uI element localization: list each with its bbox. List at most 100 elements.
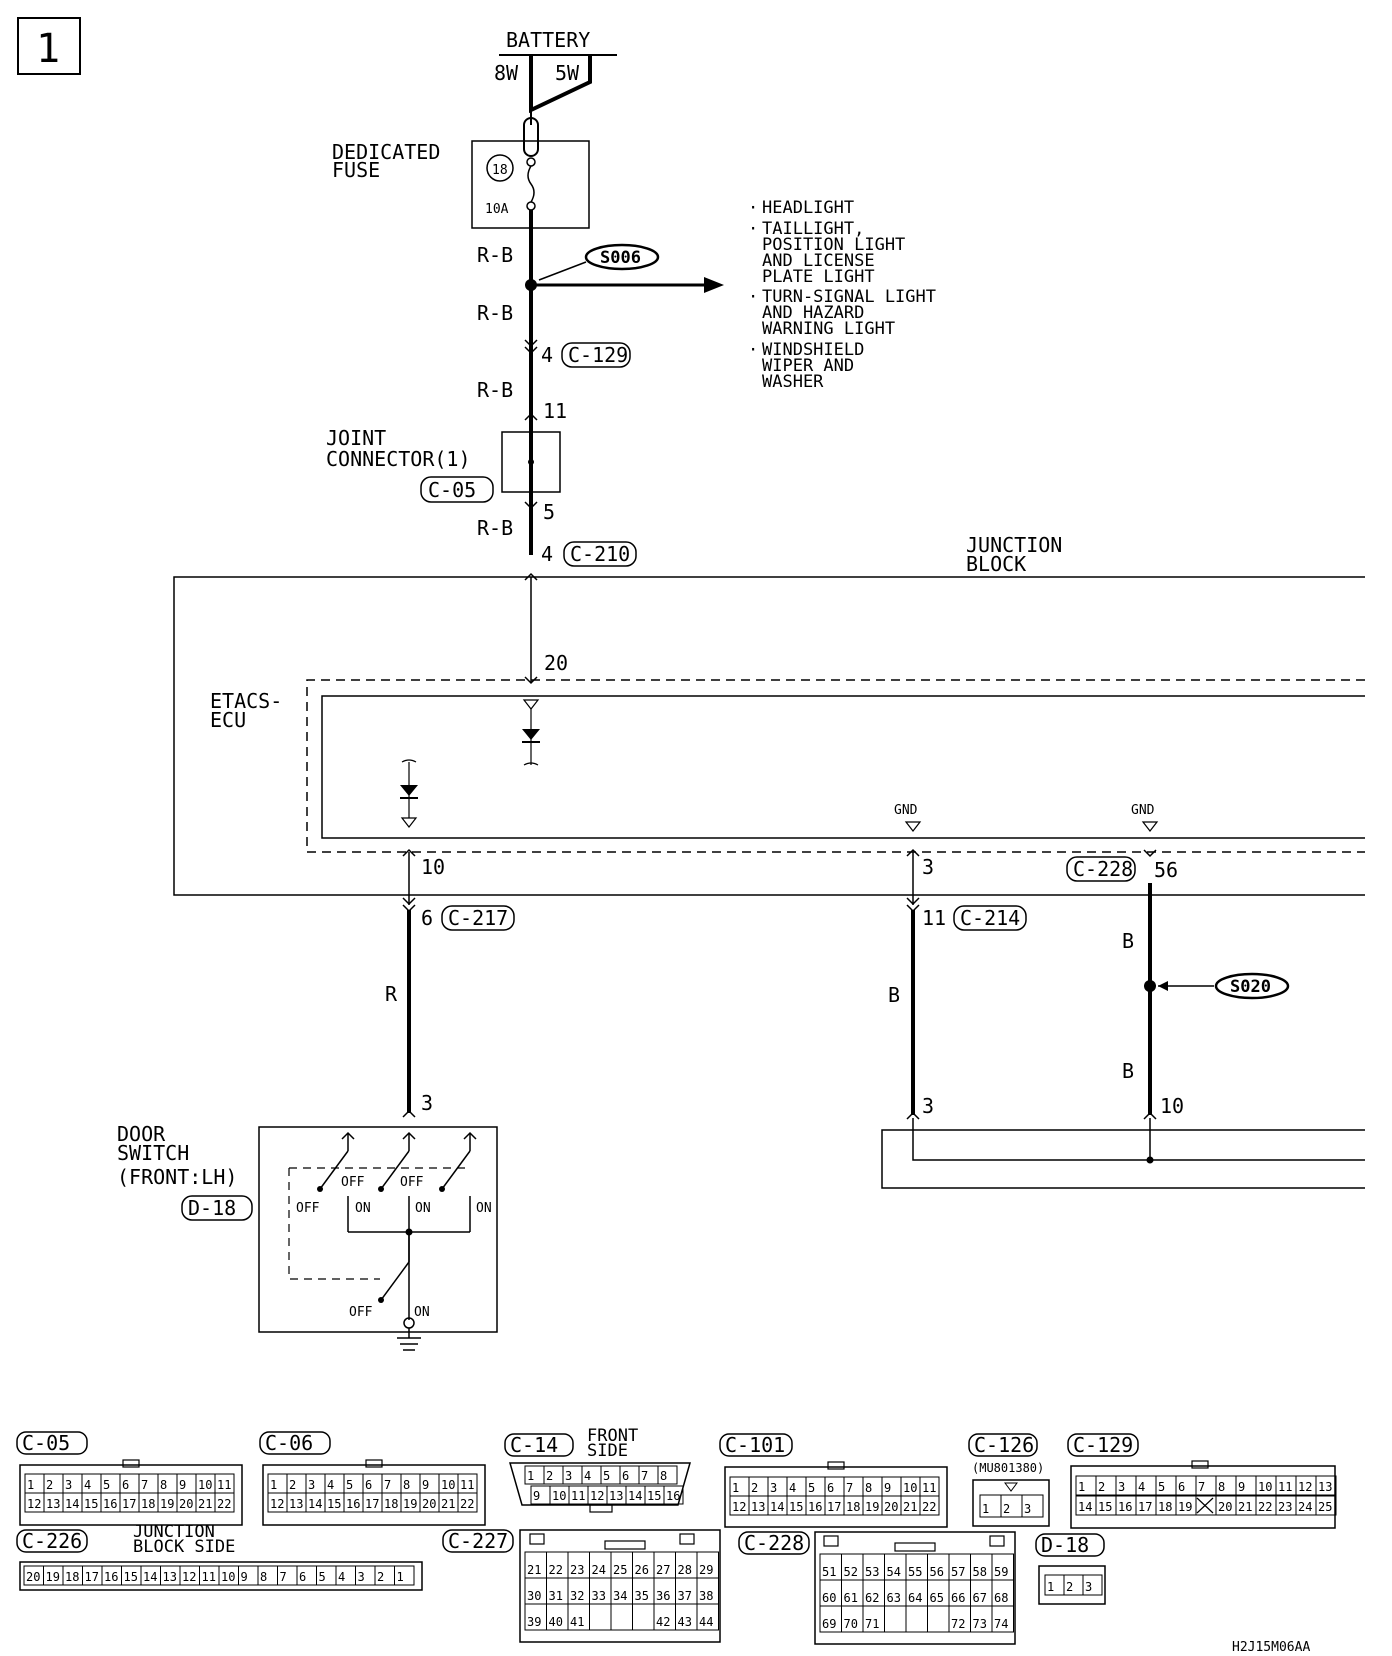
conn-c101-pin: 3: [770, 1481, 777, 1495]
conn-c14-tag-label: C-14: [510, 1433, 558, 1457]
conn-c226-note-2: BLOCK SIDE: [133, 1537, 235, 1557]
conn-c101-pin: 9: [884, 1481, 891, 1495]
gnd-label-56: GND: [1131, 803, 1155, 818]
joint-connector-label-1: JOINT: [326, 426, 386, 450]
conn-c226-tag-label: C-226: [22, 1529, 82, 1553]
conn-c226-pin: 14: [143, 1570, 157, 1584]
conn-c14-pin: 13: [609, 1489, 623, 1503]
conn-c129-pin: 14: [1078, 1500, 1092, 1514]
conn-c227-pin: 42: [656, 1615, 670, 1629]
conn-c226-pin: 12: [182, 1570, 196, 1584]
branch-load-list: · HEADLIGHT · TAILLIGHT, POSITION LIGHT …: [748, 198, 936, 392]
conn-c228-tag: [738, 1531, 810, 1555]
pin-c05-5: 5: [543, 500, 555, 524]
conn-c226-pin: 10: [221, 1570, 235, 1584]
conn-c129-pin: 20: [1218, 1500, 1232, 1514]
conn-c129-pin: 8: [1218, 1480, 1225, 1494]
load-turn-2: AND HAZARD: [762, 303, 864, 323]
conn-c228-pin: 70: [844, 1617, 858, 1631]
conn-c05-pin: 19: [160, 1497, 174, 1511]
switch-off-label-2: OFF: [341, 1175, 365, 1190]
load-wiper-2: WIPER AND: [762, 356, 854, 376]
conn-c06-pin: 12: [270, 1497, 284, 1511]
conn-c227-tag-label: C-227: [448, 1529, 508, 1553]
wire-color-r: R: [385, 982, 398, 1006]
tag-d18: [181, 1195, 253, 1221]
conn-c06-pin: 1: [270, 1478, 277, 1492]
conn-c228-cell: [927, 1605, 950, 1633]
conn-c228-pin: 53: [865, 1565, 879, 1579]
conn-c14-pin: 4: [584, 1469, 591, 1483]
conn-c05-pin: 20: [179, 1497, 193, 1511]
door-switch-box: [258, 1126, 498, 1333]
conn-c129-pin: 15: [1098, 1500, 1112, 1514]
conn-c129-pin: 22: [1258, 1500, 1272, 1514]
conn-c05-cell: [214, 1492, 235, 1513]
conn-d18-pin: 2: [1066, 1580, 1073, 1594]
pin-c129-4: 4: [541, 343, 553, 367]
conn-c129-tag-label: C-129: [1073, 1433, 1133, 1457]
battery-wire-8w: 8W: [494, 61, 519, 85]
load-turn-3: WARNING LIGHT: [762, 319, 895, 339]
conn-c227-pin: 29: [699, 1563, 713, 1577]
conn-c226-note-1: JUNCTION: [133, 1522, 215, 1542]
tag-c210: [563, 541, 637, 567]
conn-c226-pin: 1: [397, 1570, 404, 1584]
conn-c227-tag: [442, 1529, 514, 1553]
conn-c101-pin: 8: [865, 1481, 872, 1495]
conn-c126-tag: [968, 1433, 1038, 1457]
page-number-box: [17, 17, 81, 75]
svg-text:·: ·: [748, 198, 758, 218]
conn-c228-pin: 55: [908, 1565, 922, 1579]
ground-icon: [397, 1337, 421, 1351]
conn-c228-pin: 56: [930, 1565, 944, 1579]
conn-c129-cell: [1195, 1495, 1217, 1516]
conn-c05-pin: 13: [46, 1497, 60, 1511]
conn-c226-cell: [394, 1565, 415, 1586]
conn-c05-pin: 2: [46, 1478, 53, 1492]
wire-color-b-1: B: [888, 983, 900, 1007]
conn-c227-pin: 34: [613, 1589, 627, 1603]
conn-c129-pin: 23: [1278, 1500, 1292, 1514]
conn-c226-pin: 7: [280, 1570, 287, 1584]
conn-d18-tag-label: D-18: [1041, 1533, 1089, 1557]
svg-text:·: ·: [748, 219, 758, 239]
conn-c226-pin: 11: [202, 1570, 216, 1584]
conn-c227-pin: 40: [549, 1615, 563, 1629]
conn-c101-pin: 14: [770, 1500, 784, 1514]
conn-c101-pin: 20: [884, 1500, 898, 1514]
diode-icon: [522, 729, 540, 740]
junction-block-label-2: BLOCK: [966, 552, 1026, 576]
wire-color-b-2: B: [1122, 929, 1134, 953]
conn-c14-pin: 3: [565, 1469, 572, 1483]
conn-c05-pin: 5: [103, 1478, 110, 1492]
switch-on-label-1: ON: [355, 1201, 371, 1216]
conn-c05-pin: 3: [65, 1478, 72, 1492]
conn-c101-pin: 10: [903, 1481, 917, 1495]
pin-ecu-10: 10: [421, 855, 445, 879]
conn-c06-pin: 22: [460, 1497, 474, 1511]
conn-c226-pin: 8: [260, 1570, 267, 1584]
wire-color-rb-4: R-B: [477, 516, 513, 540]
conn-c101-pin: 6: [827, 1481, 834, 1495]
door-switch-symbol: [288, 1131, 477, 1351]
joint-connector-box: [501, 431, 561, 493]
conn-c126-cell: [1021, 1494, 1044, 1518]
etacs-label-2: ECU: [210, 708, 246, 732]
conn-c101-cell: [919, 1495, 940, 1516]
conn-c227-pin: 36: [656, 1589, 670, 1603]
conn-c101-pin: 2: [751, 1481, 758, 1495]
conn-c227-pin: 38: [699, 1589, 713, 1603]
tag-c217-label: C-217: [448, 906, 508, 930]
conn-c226-pin: 9: [241, 1570, 248, 1584]
wire-color-rb-2: R-B: [477, 301, 513, 325]
conn-c226-tag: [16, 1529, 88, 1553]
conn-c05-pin: 4: [84, 1478, 91, 1492]
fuse-label-line1: DEDICATED: [332, 140, 440, 164]
conn-c129-pin: 2: [1098, 1480, 1105, 1494]
conn-c228-pin: 72: [951, 1617, 965, 1631]
conn-c05-pin: 15: [84, 1497, 98, 1511]
conn-c06-tag: [259, 1431, 331, 1455]
ground-marker-icon: [1141, 821, 1159, 832]
